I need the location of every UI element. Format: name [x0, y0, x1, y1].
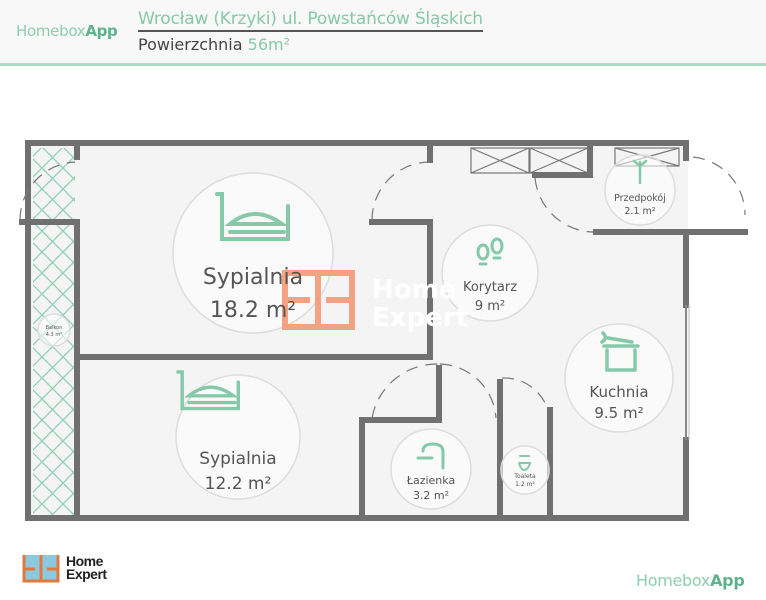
room-sypialnia-1[interactable] [172, 172, 334, 334]
room-area: 4.3 m² [46, 332, 62, 338]
room-name: Balkon [46, 325, 63, 331]
room-korytarz[interactable] [441, 224, 539, 322]
room-name: Sypialnia [203, 265, 303, 290]
watermark-text: Home [372, 275, 456, 305]
room-area: 2.1 m² [624, 206, 655, 217]
room-area: 3.2 m² [413, 489, 449, 502]
footer-brand-logo: HomeboxApp [636, 571, 745, 590]
room-area: 9 m² [475, 299, 505, 314]
room-name: Sypialnia [199, 449, 276, 469]
room-area: 12.2 m² [205, 474, 272, 494]
home-expert-logo [22, 555, 60, 583]
toilet-icon [518, 455, 532, 472]
room-przedpokoj[interactable] [604, 154, 676, 226]
room-kuchnia[interactable] [564, 323, 674, 433]
room-sypialnia-2[interactable] [175, 374, 301, 500]
walls [19, 140, 748, 521]
bed-icon [215, 192, 290, 241]
room-area: 1.2 m² [515, 481, 535, 488]
watermark-text: Expert [372, 303, 468, 333]
room-name: Łazienka [406, 474, 455, 487]
area-summary: Powierzchnia 56m² [138, 35, 290, 54]
coat-rack-icon [632, 159, 648, 185]
room-name: Korytarz [463, 280, 517, 295]
footprints-icon [476, 237, 504, 266]
header: HomeboxApp Wrocław (Krzyki) ul. Powstańc… [0, 0, 766, 66]
room-area: 18.2 m² [210, 298, 296, 323]
floor-plan: Home Expert Sypialnia 18.2 m² Sypialnia … [0, 70, 766, 540]
address-title: Wrocław (Krzyki) ul. Powstańców Śląskich [138, 9, 483, 32]
room-balkon[interactable] [37, 313, 71, 347]
room-name: Przedpokój [614, 193, 666, 204]
brand-logo: HomeboxApp [16, 22, 118, 40]
room-lazienka[interactable] [390, 428, 472, 510]
room-area: 9.5 m² [594, 404, 643, 422]
room-name: Toaleta [513, 473, 536, 480]
bed-icon [176, 370, 241, 411]
room-name: Kuchnia [589, 383, 648, 401]
shower-icon [416, 442, 445, 470]
watermark-logo [282, 270, 355, 330]
door-swings [19, 156, 746, 419]
cooking-pot-icon [600, 331, 640, 372]
